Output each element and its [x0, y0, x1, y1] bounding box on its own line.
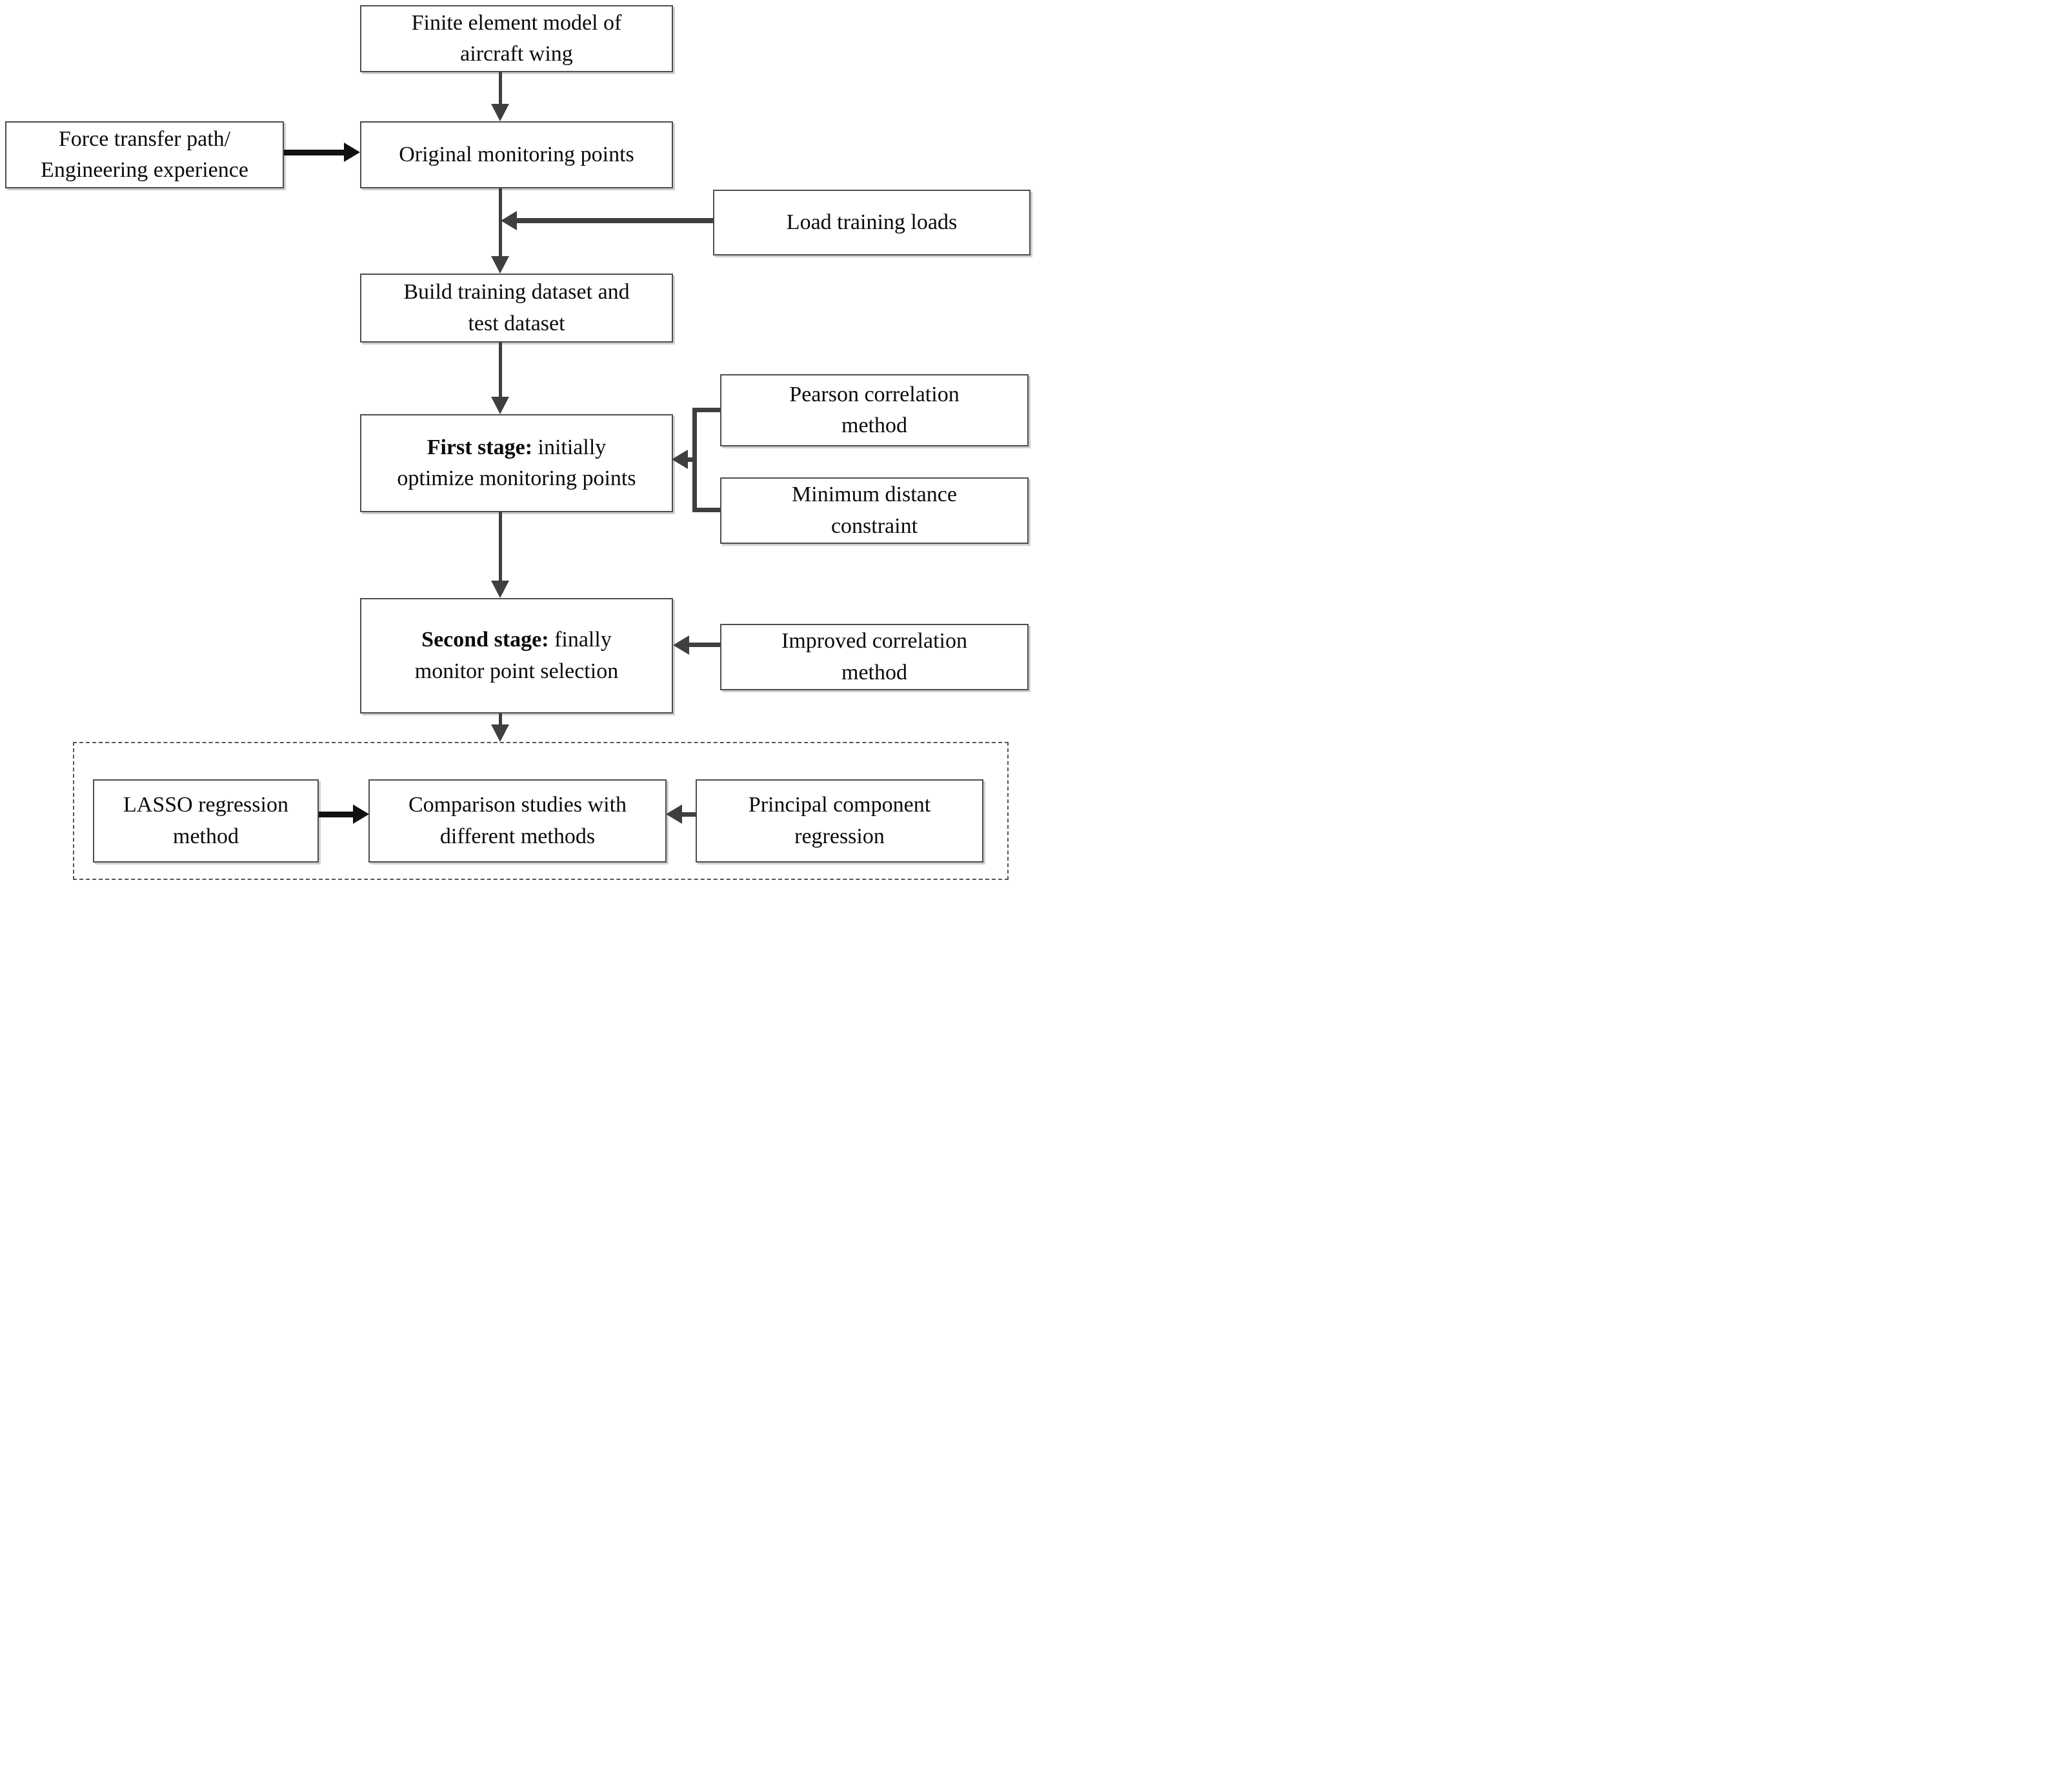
arrow-shaft [319, 812, 356, 817]
box-build-datasets-line2: test dataset [468, 311, 565, 335]
box-first-stage-line2: optimize monitoring points [397, 466, 636, 490]
box-first-stage-bold: First stage: [427, 435, 533, 459]
arrow-shaft [514, 218, 713, 223]
box-force-transfer-path: Force transfer path/ Engineering experie… [5, 121, 284, 188]
arrow-shaft [687, 643, 720, 647]
arrow-right-head [353, 804, 369, 824]
arrow-shaft [284, 150, 347, 155]
arrow-down-head [491, 256, 509, 274]
box-comparison-studies-line2: different methods [439, 824, 596, 848]
arrow-down-head [491, 581, 509, 598]
flowchart-canvas: Finite element model of aircraft wing Fo… [0, 0, 1036, 884]
box-load-training-loads: Load training loads [713, 190, 1031, 255]
box-first-stage-line1: First stage: initially [427, 432, 607, 463]
box-minimum-distance-line2: constraint [830, 514, 918, 538]
box-comparison-studies: Comparison studies with different method… [368, 779, 667, 863]
box-second-stage-line2: monitor point selection [414, 659, 619, 683]
arrow-down-head [491, 104, 509, 121]
box-finite-element-model-line1: Finite element model of [411, 10, 622, 35]
box-improved-correlation: Improved correlation method [720, 624, 1029, 690]
box-minimum-distance-constraint: Minimum distance constraint [720, 477, 1029, 544]
arrow-shaft [499, 188, 502, 258]
box-pcr-line1: Principal component [748, 793, 931, 817]
box-principal-component-regression: Principal component regression [696, 779, 983, 863]
box-force-transfer-path-line1: Force transfer path/ [58, 126, 231, 151]
box-lasso-regression-line2: method [173, 824, 239, 848]
box-pearson-correlation-line1: Pearson correlation [789, 382, 960, 406]
box-second-stage-line1: Second stage: finally [421, 624, 612, 655]
box-finite-element-model: Finite element model of aircraft wing [360, 5, 673, 72]
bracket-bottom-stub [692, 508, 720, 512]
box-force-transfer-path-line2: Engineering experience [41, 158, 248, 182]
arrow-shaft [499, 714, 502, 726]
box-first-stage: First stage: initially optimize monitori… [360, 414, 673, 512]
arrow-shaft [679, 812, 696, 817]
box-lasso-regression-line1: LASSO regression [123, 793, 288, 817]
arrow-shaft [683, 457, 697, 462]
box-pearson-correlation-line2: method [841, 414, 907, 437]
arrow-shaft [499, 72, 502, 106]
box-second-stage-bold: Second stage: [421, 628, 549, 652]
arrow-down-head [491, 724, 509, 742]
arrow-shaft [499, 512, 502, 582]
box-pearson-correlation: Pearson correlation method [720, 374, 1029, 446]
box-lasso-regression: LASSO regression method [93, 779, 319, 863]
bracket-top-stub [692, 408, 720, 412]
box-second-stage-after-bold: finally [548, 628, 612, 652]
comparison-group-dashed-box [73, 742, 1009, 880]
box-comparison-studies-line1: Comparison studies with [408, 793, 627, 817]
arrow-down-head [491, 397, 509, 414]
box-pcr-line2: regression [794, 824, 885, 848]
arrow-left-head [666, 804, 682, 824]
box-load-training-loads-line1: Load training loads [786, 210, 958, 234]
arrow-left-head [501, 211, 517, 230]
box-finite-element-model-line2: aircraft wing [460, 42, 573, 66]
box-build-datasets-line1: Build training dataset and [403, 280, 630, 304]
arrow-left-head [672, 450, 688, 469]
box-build-datasets: Build training dataset and test dataset [360, 274, 673, 343]
arrow-right-head [344, 143, 360, 162]
box-improved-correlation-line1: Improved correlation [781, 629, 967, 654]
box-original-monitoring-points: Original monitoring points [360, 121, 673, 188]
arrow-left-head [673, 635, 689, 655]
arrow-shaft [499, 343, 502, 398]
box-first-stage-after-bold: initially [532, 435, 607, 459]
box-original-monitoring-points-line1: Original monitoring points [399, 142, 634, 166]
box-improved-correlation-line2: method [841, 660, 907, 684]
box-minimum-distance-line1: Minimum distance [792, 483, 957, 507]
box-second-stage: Second stage: finally monitor point sele… [360, 598, 673, 714]
